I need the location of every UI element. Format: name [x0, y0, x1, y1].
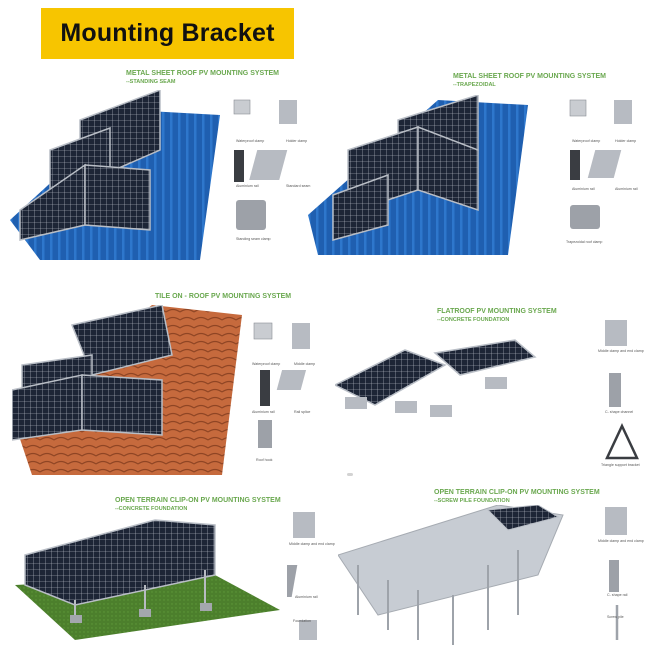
section-3-parts-icons [253, 322, 310, 448]
section-4-subtitle: --CONCRETE FOUNDATION [437, 317, 510, 323]
part-caption: C- shape rail [607, 593, 628, 597]
section-1-subtitle: --STANDING SEAM [126, 79, 176, 85]
part-caption: Middle clamp and end clamp [598, 539, 644, 543]
part-caption: Holder clamp [286, 139, 308, 143]
section-5-title: OPEN TERRAIN CLIP-ON PV MOUNTING SYSTEM [115, 497, 281, 504]
part-caption: Waterproof clamp [572, 139, 601, 143]
trapezoidal-roof-illustration [308, 95, 528, 255]
tile-roof-illustration [12, 305, 242, 475]
open-terrain-concrete-illustration [15, 519, 280, 640]
part-caption: Aluminium rail [252, 410, 275, 414]
section-5-parts-icons [287, 512, 317, 640]
section-4-parts-icons [605, 320, 639, 460]
section-2-subtitle: --TRAPEZOIDAL [453, 82, 496, 88]
section-1-title: METAL SHEET ROOF PV MOUNTING SYSTEM [126, 70, 279, 77]
part-caption: Standard seam [286, 184, 311, 188]
section-5-subtitle: --CONCRETE FOUNDATION [115, 506, 188, 512]
part-caption: Middle clamp [294, 362, 316, 366]
part-caption: Aluminium rail [572, 187, 595, 191]
part-caption: Foundation [293, 619, 311, 623]
section-3-title: TILE ON - ROOF PV MOUNTING SYSTEM [155, 293, 292, 300]
part-caption: Aluminium rail [236, 184, 259, 188]
part-caption: Holder clamp [615, 139, 637, 143]
part-caption: Trapezoidal roof clamp [566, 240, 603, 244]
section-1-parts-icons [233, 99, 297, 230]
section-6-title: OPEN TERRAIN CLIP-ON PV MOUNTING SYSTEM [434, 489, 600, 496]
part-caption: Standing seam clamp [236, 237, 271, 241]
open-terrain-screw-pile-illustration [338, 505, 564, 645]
standing-seam-roof-illustration [10, 90, 220, 260]
banner-title: Mounting Bracket [60, 19, 275, 47]
part-caption: C- shape channel [605, 410, 634, 414]
section-6-parts-icons [605, 507, 627, 640]
flatroof-illustration [335, 339, 537, 417]
part-caption: Aluminium rail [615, 187, 638, 191]
decorative-dot [347, 473, 353, 476]
section-4-title: FLATROOF PV MOUNTING SYSTEM [437, 308, 557, 315]
part-caption: Middle clamp and end clamp [289, 542, 335, 546]
section-6-subtitle: --SCREW PILE FOUNDATION [434, 498, 510, 504]
section-2-title: METAL SHEET ROOF PV MOUNTING SYSTEM [453, 73, 606, 80]
part-caption: Screw pile [607, 615, 624, 619]
section-2-parts-icons [569, 99, 632, 229]
part-caption: Roof hook [256, 458, 273, 462]
part-caption: Rail splice [294, 410, 311, 414]
part-caption: Middle clamp and end clamp [598, 349, 644, 353]
part-caption: Aluminium rail [295, 595, 318, 599]
part-caption: Waterproof clamp [236, 139, 265, 143]
title-banner: Mounting Bracket [41, 8, 294, 59]
part-caption: Triangle support bracket [601, 463, 640, 467]
part-caption: Waterproof clamp [252, 362, 281, 366]
